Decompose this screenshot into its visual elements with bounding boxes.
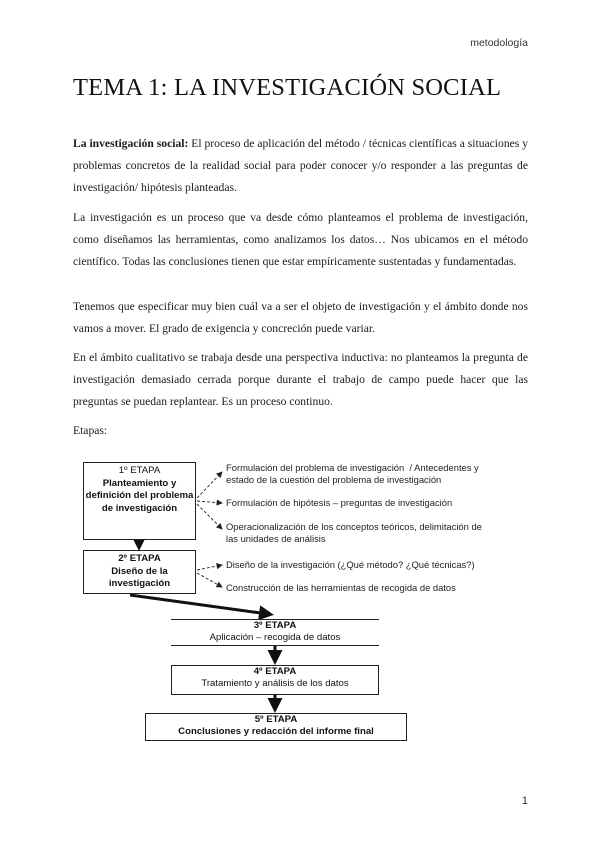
stage-3-box: 3º ETAPA Aplicación – recogida de datos xyxy=(171,619,379,646)
stage-2-text: Diseño de la investigación xyxy=(108,565,171,590)
stage-1-text: Planteamiento y definición del problema … xyxy=(85,477,194,514)
paragraph-object: Tenemos que especificar muy bien cuál va… xyxy=(73,300,528,335)
arrow-n5 xyxy=(196,572,223,588)
stage-4-box: 4º ETAPA Tratamiento y análisis de los d… xyxy=(171,665,379,695)
page-title: TEMA 1: LA INVESTIGACIÓN SOCIAL xyxy=(73,74,502,101)
stage-4-heading: 4º ETAPA xyxy=(253,666,297,677)
paragraph-process: La investigación es un proceso que va de… xyxy=(73,211,528,268)
stage-1-heading: 1º ETAPA xyxy=(118,465,161,476)
note-research-design: Diseño de la investigación (¿Qué método?… xyxy=(226,559,475,570)
page-number: 1 xyxy=(521,795,528,807)
arrow-n4 xyxy=(196,562,223,571)
note-problem-formulation: Formulación del problema de investigació… xyxy=(226,462,479,485)
arrow-n1 xyxy=(196,471,223,499)
arrow-stage2-3 xyxy=(129,593,274,621)
paragraph-qualitative: En el ámbito cualitativo se trabaja desd… xyxy=(73,351,528,408)
definition-term: La investigación social: xyxy=(73,137,189,150)
arrow-n3 xyxy=(196,503,223,530)
stage-3-text: Aplicación – recogida de datos xyxy=(209,632,341,643)
stage-2-heading: 2º ETAPA xyxy=(118,553,161,564)
definition-text: El proceso de aplicación del método / té… xyxy=(73,137,529,194)
stage-3-heading: 3º ETAPA xyxy=(253,620,297,631)
stage-5-text: Conclusiones y redacción del informe fin… xyxy=(178,726,374,737)
stage-4-text: Tratamiento y análisis de los datos xyxy=(201,678,349,689)
paragraph-stages-label: Etapas: xyxy=(73,424,108,437)
running-head: metodología xyxy=(470,37,528,49)
stage-5-box: 5º ETAPA Conclusiones y redacción del in… xyxy=(145,713,407,741)
note-operationalization: Operacionalización de los conceptos teór… xyxy=(226,521,482,544)
stage-5-heading: 5º ETAPA xyxy=(254,714,298,725)
arrow-n2 xyxy=(196,499,223,506)
note-tools: Construcción de las herramientas de reco… xyxy=(226,582,456,593)
stage-1-box: 1º ETAPA Planteamiento y definición del … xyxy=(83,462,196,540)
stage-2-box: 2º ETAPA Diseño de la investigación xyxy=(83,550,196,594)
paragraph-definition: La investigación social: El proceso de a… xyxy=(73,133,528,199)
note-hypothesis: Formulación de hipótesis – preguntas de … xyxy=(226,497,453,508)
